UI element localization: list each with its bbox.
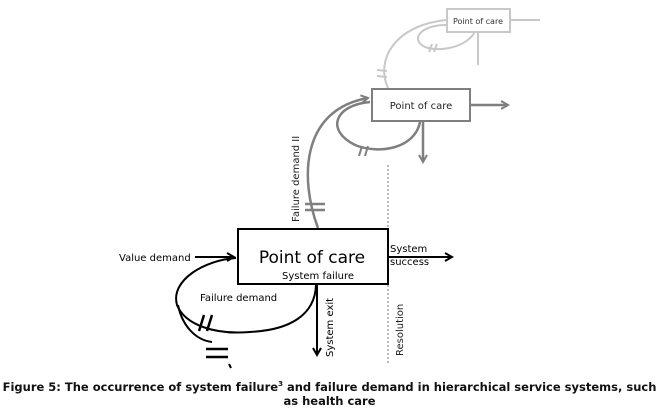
point-of-care-box-level-2: [371, 88, 471, 122]
failure-loop-level-3: [417, 24, 476, 51]
system-success-label-line1: System: [390, 244, 427, 255]
point-of-care-label-level-3: Point of care: [453, 17, 503, 26]
point-of-care-label-level-1: Point of care: [259, 248, 365, 268]
point-of-care-label-level-2: Point of care: [390, 101, 453, 112]
level-2-group: Point of care Failure demand II: [291, 88, 508, 229]
escalation-break-mark: [376, 75, 388, 78]
caption-prefix: Figure 5: The occurrence of system failu…: [2, 379, 279, 394]
loop-break-mark: [433, 43, 438, 53]
figure-caption: Figure 5: The occurrence of system failu…: [0, 377, 659, 408]
failure-demand-diagram: Point of care Point of care Failure dema…: [119, 8, 540, 369]
system-failure-label: System failure: [282, 271, 354, 282]
failure-loop-level-2: [336, 100, 422, 151]
loop-break-mark: [428, 43, 433, 53]
failure-loop-level-1: [175, 257, 317, 334]
value-demand-label: Value demand: [119, 253, 191, 264]
point-of-care-box-level-1: [237, 228, 389, 285]
caption-superscript: 3: [278, 380, 283, 388]
loop-break-mark: [205, 314, 214, 332]
failure-demand-label: Failure demand: [200, 293, 277, 304]
failure-demand-ii-label: Failure demand II: [291, 136, 302, 222]
level-3-group: Point of care: [376, 8, 540, 89]
caption-suffix: and failure demand in hierarchical servi…: [282, 379, 657, 394]
escalation-curve-below: [177, 304, 213, 343]
system-exit-label: System exit: [325, 298, 336, 357]
caption-line2: as health care: [283, 393, 376, 408]
loop-break-mark: [364, 145, 369, 157]
loop-break-mark: [197, 314, 206, 332]
system-success-label-line2: success: [390, 257, 429, 268]
escalation-break-mark: [376, 69, 388, 72]
escalation-continuation: [228, 363, 232, 369]
level-1-group: Point of care System failure Value deman…: [119, 228, 452, 369]
escalation-curve-level-2-to-3: [383, 19, 447, 89]
resolution-label: Resolution: [395, 304, 406, 356]
loop-break-mark: [358, 145, 363, 157]
